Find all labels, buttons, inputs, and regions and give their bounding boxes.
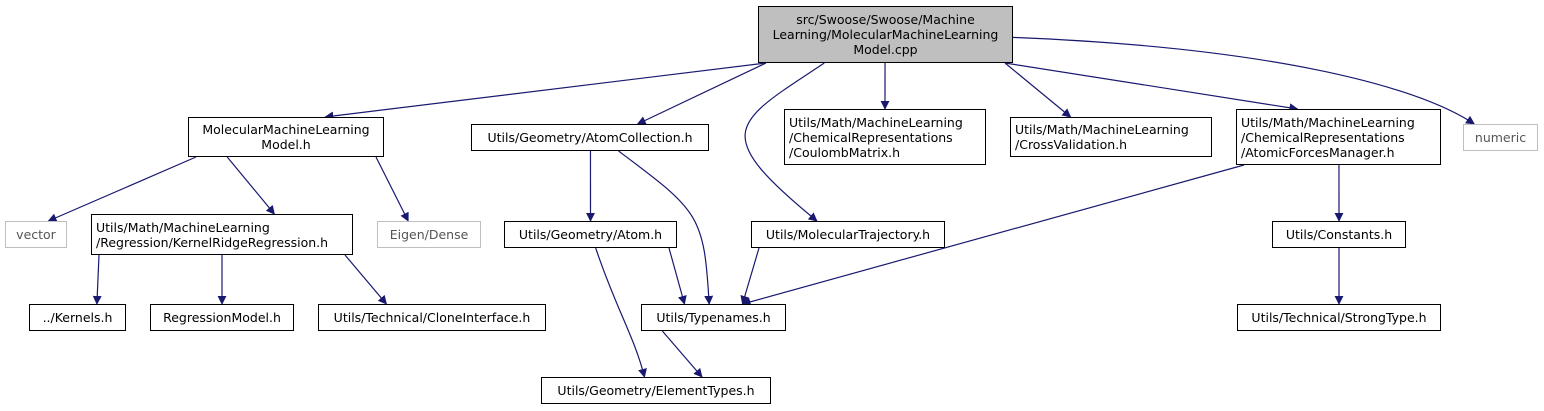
node-clone-interface-header[interactable]: Utils/Technical/CloneInterface.h — [318, 304, 546, 331]
edge-atomcoll-to-typenames — [618, 150, 714, 305]
edge-moltraj-to-typenames — [740, 247, 760, 305]
node-line: Model.h — [261, 137, 311, 152]
node-root-source-file[interactable]: src/Swoose/Swoose/Machine Learning/Molec… — [758, 6, 1013, 63]
node-line: /AtomicForcesManager.h — [1241, 144, 1395, 160]
node-line: Utils/Math/MachineLearning — [1241, 114, 1415, 130]
node-kernel-ridge-regression-header[interactable]: Utils/Math/MachineLearning /Regression/K… — [91, 214, 353, 255]
node-line: /ChemicalRepresentations — [1241, 129, 1405, 145]
node-line: Utils/Geometry/ElementTypes.h — [557, 383, 755, 398]
node-numeric-system-header[interactable]: numeric — [1463, 124, 1538, 151]
node-line: /ChemicalRepresentations — [789, 129, 953, 145]
node-line: /Regression/KernelRidgeRegression.h — [96, 234, 329, 250]
node-line: Utils/Math/MachineLearning — [789, 114, 963, 130]
node-strong-type-header[interactable]: Utils/Technical/StrongType.h — [1237, 304, 1441, 331]
node-molecular-trajectory-header[interactable]: Utils/MolecularTrajectory.h — [751, 221, 945, 248]
node-line: src/Swoose/Swoose/Machine — [796, 12, 975, 27]
node-line: Eigen/Dense — [389, 227, 469, 242]
node-line: vector — [16, 227, 56, 242]
node-line: Model.cpp — [853, 42, 918, 57]
edge-root-to-afm — [1004, 62, 1299, 113]
node-line: /CoulombMatrix.h — [789, 144, 900, 160]
node-line: Utils/Constants.h — [1285, 227, 1393, 242]
node-line: /CrossValidation.h — [1015, 137, 1128, 152]
edge-root-to-numeric — [1012, 36, 1475, 125]
edge-atom-to-elemtypes — [595, 247, 647, 378]
node-line: Utils/Typenames.h — [656, 310, 771, 325]
node-line: RegressionModel.h — [163, 310, 281, 325]
node-vector-system-header[interactable]: vector — [5, 221, 67, 248]
node-line: Utils/MolecularTrajectory.h — [765, 227, 931, 242]
node-atom-header[interactable]: Utils/Geometry/Atom.h — [504, 221, 677, 248]
node-coulomb-matrix-header[interactable]: Utils/Math/MachineLearning /ChemicalRepr… — [784, 109, 986, 165]
node-kernels-header[interactable]: ../Kernels.h — [29, 304, 126, 331]
edge-mmlm-to-vector — [47, 156, 197, 222]
edge-mmlm-to-krr — [226, 156, 275, 215]
node-line: Utils/Geometry/Atom.h — [518, 227, 663, 242]
node-line: Utils/Geometry/AtomCollection.h — [487, 130, 693, 145]
node-line: Utils/Technical/CloneInterface.h — [333, 310, 531, 325]
node-regression-model-header[interactable]: RegressionModel.h — [150, 304, 294, 331]
edge-root-to-crossval — [1004, 62, 1072, 118]
node-eigen-dense-header[interactable]: Eigen/Dense — [377, 221, 481, 248]
node-atom-collection-header[interactable]: Utils/Geometry/AtomCollection.h — [471, 124, 709, 151]
edge-krr-to-clone — [344, 254, 387, 305]
edge-mmlm-to-eigen — [375, 156, 409, 222]
edge-atom-to-typenames — [668, 247, 687, 305]
edge-krr-to-kernels — [92, 254, 102, 305]
node-atomic-forces-manager-header[interactable]: Utils/Math/MachineLearning /ChemicalRepr… — [1236, 109, 1441, 165]
node-line: Utils/Technical/StrongType.h — [1251, 310, 1427, 325]
edge-root-to-moltraj — [744, 62, 825, 222]
edge-root-to-mmlm — [324, 62, 767, 121]
node-typenames-header[interactable]: Utils/Typenames.h — [641, 304, 786, 331]
node-line: Utils/Math/MachineLearning — [96, 219, 270, 235]
edge-typenames-to-elemtypes — [661, 330, 703, 378]
node-element-types-header[interactable]: Utils/Geometry/ElementTypes.h — [541, 377, 771, 404]
node-line: ../Kernels.h — [42, 310, 113, 325]
node-cross-validation-header[interactable]: Utils/Math/MachineLearning /CrossValidat… — [1010, 117, 1212, 157]
node-molecular-ml-model-header[interactable]: MolecularMachineLearning Model.h — [188, 117, 384, 157]
node-line: Learning/MolecularMachineLearning — [772, 27, 999, 42]
node-line: MolecularMachineLearning — [202, 122, 370, 137]
edge-afm-to-typenames — [741, 164, 1245, 307]
edge-root-to-atomcoll — [636, 62, 767, 125]
node-constants-header[interactable]: Utils/Constants.h — [1272, 221, 1406, 248]
node-line: numeric — [1474, 130, 1527, 145]
node-line: Utils/Math/MachineLearning — [1015, 122, 1189, 137]
